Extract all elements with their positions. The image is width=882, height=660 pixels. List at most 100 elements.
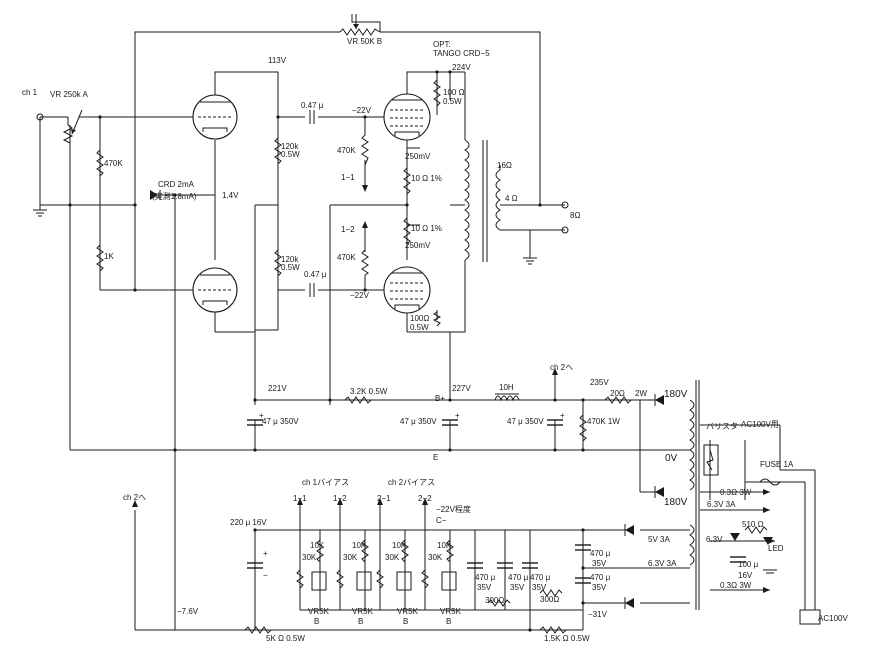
- label-r470k-1w: 470K 1W: [587, 417, 620, 426]
- vr5k-bias-pots: [311, 571, 457, 591]
- label-bplus: B+: [435, 394, 445, 403]
- label-v180-b: 180V: [664, 497, 688, 508]
- label-vm31: −31V: [588, 610, 608, 619]
- label-b-1-1: 1−1: [293, 494, 307, 503]
- label-r100-top: 100 Ω: [443, 88, 465, 97]
- label-vr5k-1: VR5K: [308, 607, 330, 616]
- power-transformer: [689, 380, 700, 610]
- label-vm22-top: −22V: [352, 106, 372, 115]
- label-bias-1-2: 1−2: [341, 225, 355, 234]
- wires: [39, 31, 816, 631]
- label-r300-b: 300Ω: [540, 595, 559, 604]
- label-e: E: [433, 453, 438, 462]
- label-ch1-bias: ch 1バイアス: [302, 478, 349, 487]
- label-v03w-a: 0.3Ω 3W: [720, 488, 752, 497]
- label-w2: 2W: [635, 389, 647, 398]
- label-ac100v: AC100V: [818, 614, 848, 623]
- label-varistor: バリスタ: [706, 422, 738, 431]
- label-v63-3a-a: 6.3V 3A: [707, 500, 736, 509]
- label-b-3: B: [403, 617, 408, 626]
- label-vr250k: VR 250k A: [50, 90, 88, 99]
- resistors: [96, 79, 768, 634]
- label-v35-4: 35V: [592, 559, 607, 568]
- arrows: [132, 160, 775, 593]
- fuse-symbol: [759, 478, 781, 486]
- label-plus-2: +: [455, 411, 460, 420]
- label-r30k-1: 30K: [302, 553, 317, 562]
- label-ac100v-for: AC100V用: [741, 420, 779, 429]
- label-c47-a: 47 μ 350V: [262, 417, 299, 426]
- label-b-1: B: [314, 617, 319, 626]
- label-ch1: ch 1: [22, 88, 38, 97]
- label-w05-c: 0.5W: [443, 97, 462, 106]
- label-ch2-to-left: ch 2へ: [123, 493, 146, 502]
- label-opt-model: TANGO CRD−5: [433, 49, 490, 58]
- label-r15k: 1.5K Ω 0.5W: [544, 634, 590, 643]
- label-c047-bottom: 0.47 μ: [304, 270, 327, 279]
- label-b-4: B: [446, 617, 451, 626]
- label-r30k-2: 30K: [343, 553, 358, 562]
- label-c47-c: 47 μ 350V: [507, 417, 544, 426]
- label-r300-a: 300Ω: [485, 596, 504, 605]
- label-v113: 113V: [268, 56, 287, 65]
- terminals: [36, 113, 569, 234]
- label-v03w-b: 0.3Ω 3W: [720, 581, 752, 590]
- label-c220: 220 μ 16V: [230, 518, 267, 527]
- label-v14: 1.4V: [222, 191, 239, 200]
- label-v63-3a-b: 6.3V 3A: [648, 559, 677, 568]
- label-v35-2: 35V: [510, 583, 525, 592]
- junction-dots: [68, 70, 585, 632]
- label-c470-1: 470 μ: [475, 573, 496, 582]
- label-v35-1: 35V: [477, 583, 492, 592]
- label-led: LED: [768, 544, 784, 553]
- label-z4: 4 Ω: [505, 194, 518, 203]
- label-c470-3: 470 μ: [530, 573, 551, 582]
- label-r120k-bottom: 120k: [281, 255, 299, 264]
- varistor-symbol: [703, 444, 719, 476]
- label-vr50k: VR 50K B: [347, 37, 382, 46]
- label-minus-4: −: [263, 571, 268, 580]
- tube-v1-lower: [192, 267, 238, 313]
- label-c100: 100 μ: [738, 560, 759, 569]
- label-crd: CRD 2mA: [158, 180, 195, 189]
- vr50k-pot: [339, 14, 381, 36]
- label-v221: 221V: [268, 384, 287, 393]
- label-c470-4: 470 μ: [590, 549, 611, 558]
- text-labels: ch 1 VR 250k A 470K 1K CRD 2mA (実測1.8mA)…: [22, 37, 848, 643]
- label-crd-measured: (実測1.8mA): [152, 191, 197, 201]
- label-vr5k-3: VR5K: [397, 607, 419, 616]
- label-r510: 510 Ω: [742, 520, 764, 529]
- tube-v1-upper: [192, 94, 238, 140]
- label-r32k: 3.2K 0.5W: [350, 387, 388, 396]
- label-r470k-input: 470K: [104, 159, 123, 168]
- label-vm76: −7.6V: [177, 607, 199, 616]
- label-l10h: 10H: [499, 383, 514, 392]
- label-c470-2: 470 μ: [508, 573, 529, 582]
- label-opt: OPT:: [433, 40, 451, 49]
- label-v224: 224V: [452, 63, 471, 72]
- label-r470k-grid-top: 470K: [337, 146, 356, 155]
- label-r1k-input: 1K: [104, 252, 114, 261]
- label-r10k-3: 10K: [392, 541, 407, 550]
- label-vr5k-2: VR5K: [352, 607, 374, 616]
- label-r10-a: 10 Ω 1%: [411, 174, 442, 183]
- label-r10k-4: 10K: [437, 541, 452, 550]
- label-v63-b: 6.3V: [706, 535, 723, 544]
- label-v35-5: 35V: [592, 583, 607, 592]
- label-v16: 16V: [738, 571, 753, 580]
- label-r100-bottom: 100Ω: [410, 314, 429, 323]
- label-v227: 227V: [452, 384, 471, 393]
- label-plus-3: +: [560, 411, 565, 420]
- label-ch2-bias: ch 2バイアス: [388, 478, 435, 487]
- vr250k-pot: [62, 109, 83, 144]
- label-r120k-top: 120k: [281, 142, 299, 151]
- ground-symbols: [33, 209, 777, 574]
- label-vr5k-4: VR5K: [440, 607, 462, 616]
- label-plus-1: +: [259, 411, 264, 420]
- label-plus-4: +: [263, 549, 268, 558]
- label-z16: 16Ω: [497, 161, 512, 170]
- label-c47-b: 47 μ 350V: [400, 417, 437, 426]
- label-r30k-4: 30K: [428, 553, 443, 562]
- label-w05-a: 0.5W: [281, 150, 300, 159]
- label-b-1-2: 1−2: [333, 494, 347, 503]
